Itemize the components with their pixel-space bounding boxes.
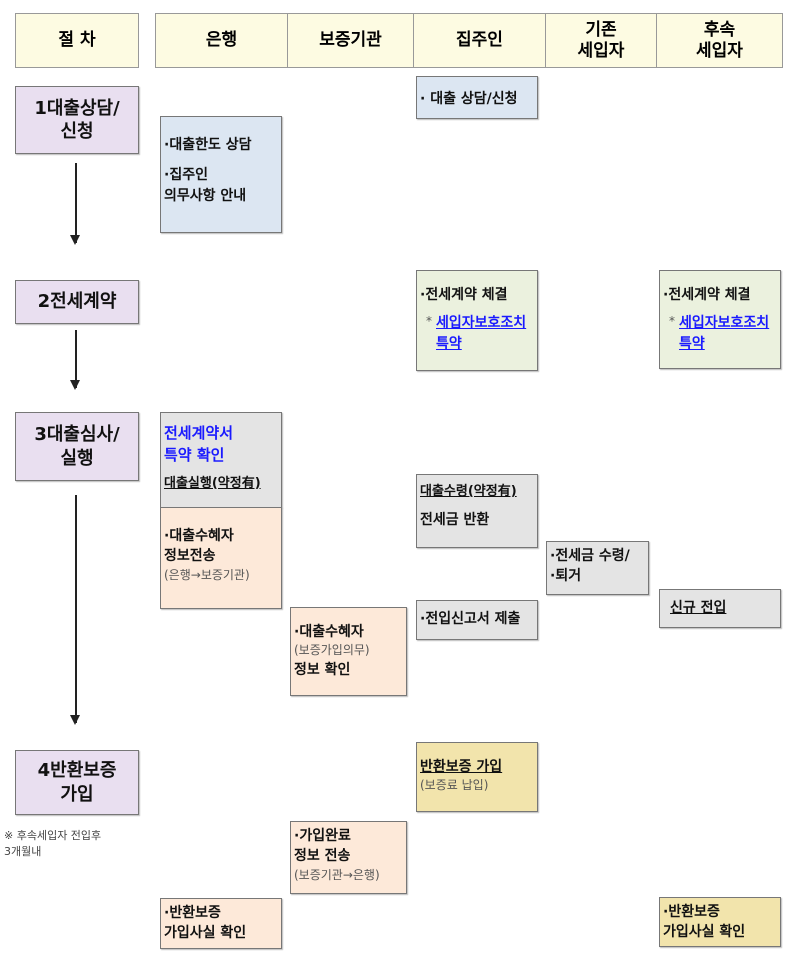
landlord-receive-text: 대출수령(약정有) (420, 484, 517, 499)
arrow-down (71, 163, 79, 245)
guar-done-text: ·가입완료 정보 전송 (294, 828, 351, 865)
asterisk: * (669, 314, 675, 329)
header-new-tenant: 후속 세입자 (656, 13, 783, 68)
arrow-down (71, 330, 79, 390)
step-4: 4반환보증 가입 (15, 750, 139, 815)
landlord-report-box: ·전입신고서 제출 (416, 600, 538, 640)
guar-check-text2: 정보 확인 (294, 661, 351, 678)
bank-confirm-box: ·반환보증 가입사실 확인 (160, 898, 282, 949)
bank-duty-text: ·집주인 의무사항 안내 (164, 167, 247, 204)
landlord-return-text: 전세금 반환 (420, 511, 490, 528)
landlord-consult-box: · 대출 상담/신청 (416, 76, 538, 119)
existing-receive-box: ·전세금 수령/ ·퇴거 (546, 541, 649, 595)
bank-exec-text: 대출실행(약정有) (164, 475, 261, 491)
header-bank: 은행 (155, 13, 288, 68)
header-existing-tenant: 기존 세입자 (545, 13, 657, 68)
special-clause-link[interactable]: 세입자보호조치 특약 (436, 315, 527, 352)
guar-check-sub: (보증가입의무) (294, 643, 370, 658)
step-3: 3대출심사/ 실행 (15, 412, 139, 481)
step-1: 1대출상담/ 신청 (15, 86, 139, 154)
new-move-text: 신규 전입 (670, 600, 727, 616)
contract-text: ·전세계약 체결 (420, 287, 508, 303)
header-step: 절 차 (15, 13, 139, 68)
guar-done-sub: (보증기관→은행) (294, 867, 380, 882)
landlord-join-sub: (보증료 납입) (420, 778, 489, 793)
step-4-note: ※ 후속세입자 전입후 3개월내 (4, 829, 102, 858)
bank-send-sub: (은행→보증기관) (164, 567, 250, 582)
asterisk: * (426, 314, 432, 329)
bank-check-text: 전세계약서 특약 확인 (164, 424, 234, 464)
guar-check-text: ·대출수혜자 (294, 624, 364, 640)
arrow-down (71, 495, 79, 725)
contract-text: ·전세계약 체결 (663, 287, 751, 303)
bank-send-text: ·대출수혜자 정보전송 (164, 528, 234, 565)
landlord-contract-box: ·전세계약 체결 * 세입자보호조치 특약 (416, 270, 538, 371)
special-clause-link[interactable]: 세입자보호조치 특약 (679, 315, 770, 352)
new-confirm-box: ·반환보증 가입사실 확인 (659, 897, 781, 947)
step-2: 2전세계약 (15, 280, 139, 324)
landlord-join-text: 반환보증 가입 (420, 759, 503, 775)
bank-limit-text: ·대출한도 상담 (164, 137, 252, 153)
header-landlord: 집주인 (413, 13, 546, 68)
header-guarantor: 보증기관 (287, 13, 414, 68)
new-contract-box: ·전세계약 체결 * 세입자보호조치 특약 (659, 270, 781, 369)
